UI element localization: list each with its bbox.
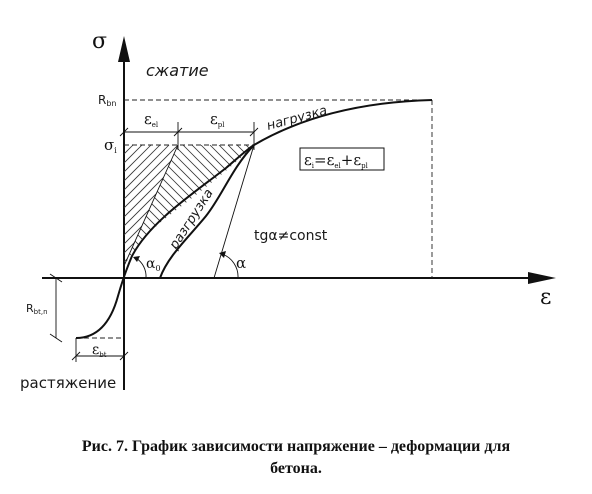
- sigma-i-label: σi: [104, 136, 117, 155]
- rbtn-tick-bottom: [49, 333, 63, 343]
- eps-dim-mark-3: [249, 127, 259, 137]
- hatch-line: [124, 145, 178, 266]
- loading-label: нагрузка: [265, 103, 329, 134]
- hatch-line: [164, 145, 254, 266]
- loading-curve: [75, 99, 433, 339]
- alpha0-label: α0: [146, 256, 161, 273]
- tangent-line: [213, 144, 255, 279]
- figure-caption: Рис. 7. График зависимости напряжение – …: [20, 436, 572, 480]
- unloading-curve: [159, 144, 255, 279]
- hatch-line: [124, 145, 152, 266]
- hatch-line: [372, 145, 493, 266]
- sigma-axis-arrow: [118, 36, 130, 62]
- hatch-line: [200, 145, 254, 266]
- hatch-line: [124, 145, 125, 266]
- hatch-line: [124, 145, 178, 266]
- hatch-line: [124, 145, 134, 266]
- alpha-label: α: [236, 254, 246, 272]
- caption-line-1: Рис. 7. График зависимости напряжение – …: [81, 438, 511, 455]
- alpha-arrowhead: [219, 251, 226, 258]
- alpha0-arc: [135, 257, 147, 279]
- rbtn-tick-top: [49, 273, 63, 283]
- eps-bt-label: εbt: [92, 342, 107, 359]
- hatch-line: [124, 145, 161, 266]
- sigma-axis-label: σ: [92, 29, 107, 54]
- eps-dim-mark-2: [173, 127, 183, 137]
- alpha0-arrowhead: [133, 256, 140, 262]
- formula-text: εi=εel+εpl: [304, 151, 369, 170]
- epsilon-axis-label: ε: [540, 285, 551, 310]
- eps-bt-mark-2: [119, 351, 129, 361]
- eps-pl-label: εpl: [210, 110, 225, 129]
- hatch-line: [124, 145, 170, 266]
- unloading-label: разгрузка: [166, 186, 217, 253]
- rbtn-label: Rbt,n: [26, 302, 48, 316]
- tangent-label: tgα≠const: [254, 228, 328, 244]
- hatch-line: [124, 145, 134, 266]
- compression-label: сжатие: [146, 61, 209, 80]
- eps-bt-mark-1: [71, 351, 81, 361]
- eps-dim-mark-1: [119, 127, 129, 137]
- hatch-line: [191, 145, 254, 266]
- epsilon-axis-arrow: [528, 272, 556, 284]
- elastic-boundary-line: [123, 144, 179, 267]
- caption-line-2: бетона.: [270, 460, 322, 477]
- hatch-line: [124, 145, 125, 266]
- tension-label: растяжение: [20, 374, 116, 392]
- eps-el-label: εel: [144, 110, 159, 129]
- formula-box: [299, 147, 385, 171]
- plastic-hatch: [124, 145, 493, 266]
- hatch-line: [124, 145, 178, 266]
- rbn-label: Rbn: [98, 93, 117, 108]
- stress-strain-diagram: σ ε сжатие растяжение Rbn σi Rbt,n εel ε…: [20, 29, 556, 392]
